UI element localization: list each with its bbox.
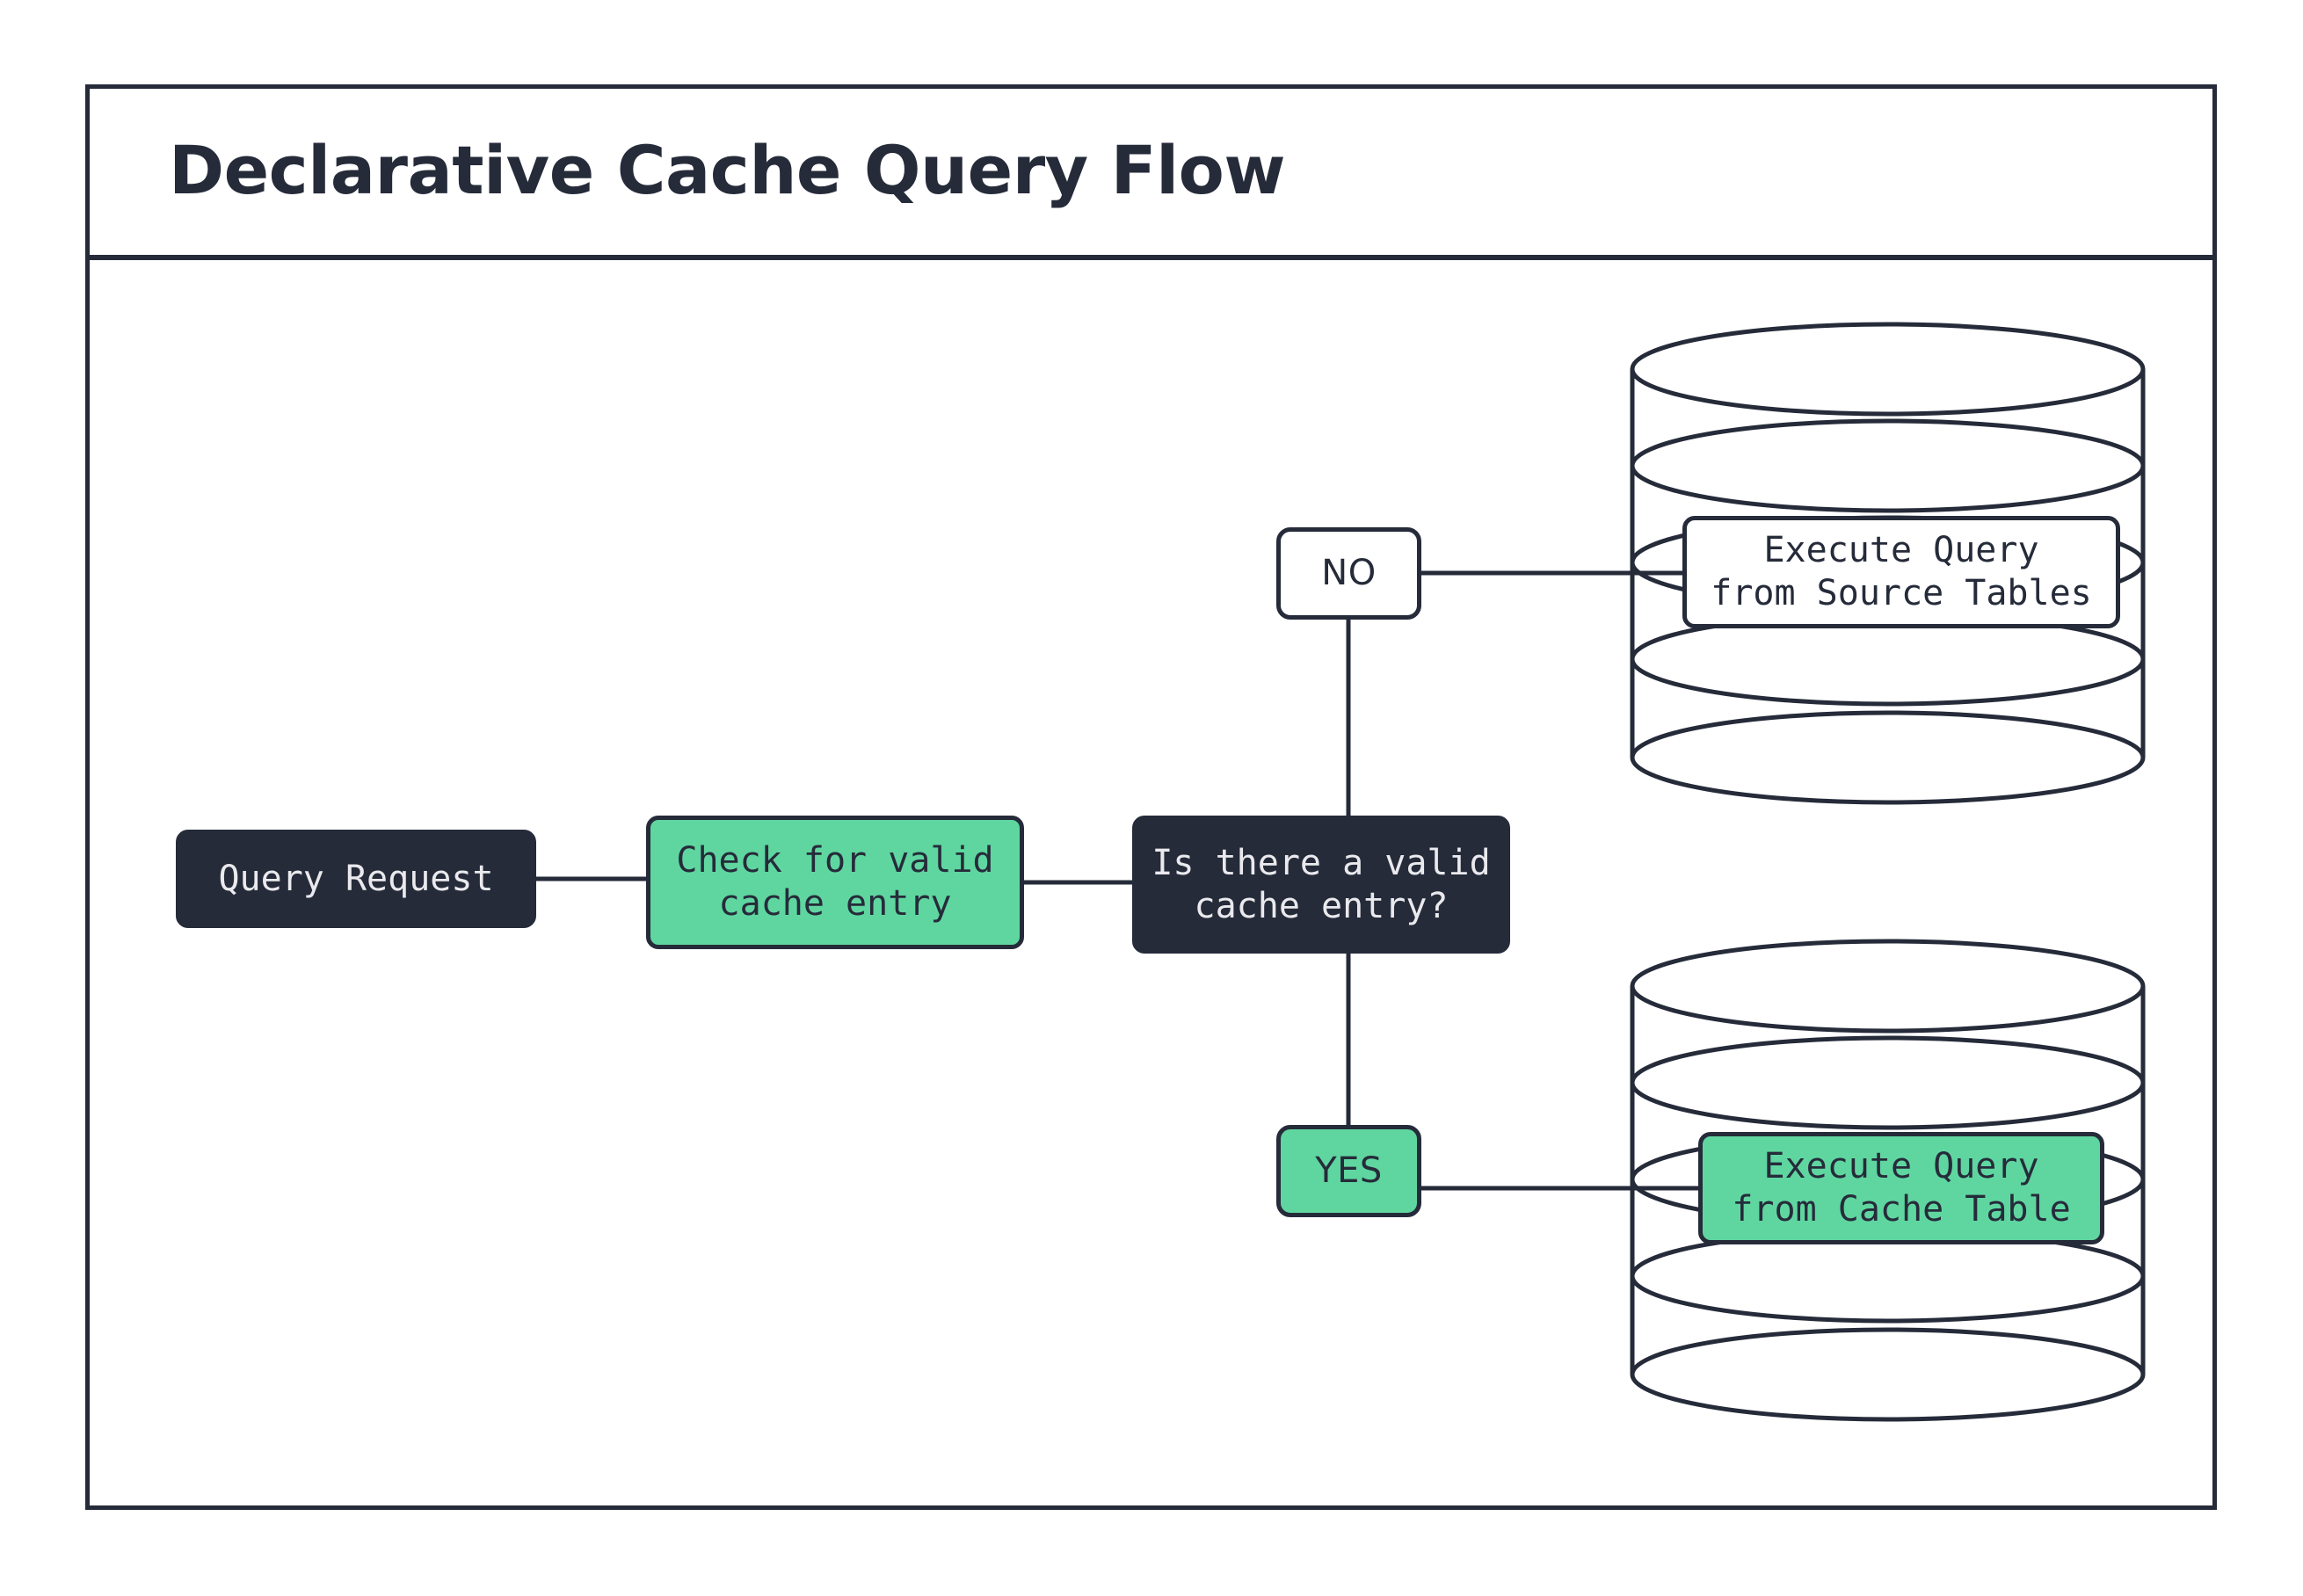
branch-label-yes[interactable]: YES <box>1276 1125 1421 1217</box>
node-execute-query-from-cache-table[interactable]: Execute Query from Cache Table <box>1698 1132 2104 1244</box>
page-title: Declarative Cache Query Flow <box>169 130 1286 209</box>
node-execute-query-from-source-tables[interactable]: Execute Query from Source Tables <box>1682 516 2120 628</box>
branch-label-no[interactable]: NO <box>1276 527 1421 620</box>
node-query-request[interactable]: Query Request <box>176 830 536 928</box>
node-decision-valid-cache-entry[interactable]: Is there a valid cache entry? <box>1132 816 1510 954</box>
diagram-frame <box>85 84 2217 1510</box>
title-bar: Declarative Cache Query Flow <box>85 84 2217 260</box>
node-check-for-valid-cache-entry[interactable]: Check for valid cache entry <box>646 816 1024 949</box>
